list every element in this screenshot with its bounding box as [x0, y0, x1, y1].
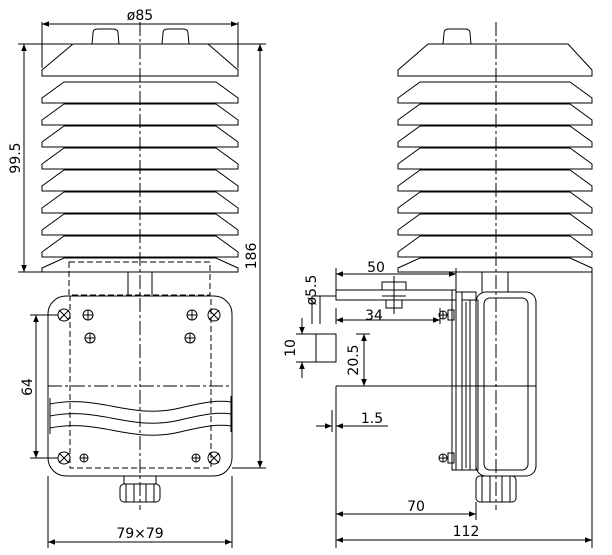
dim-to-box-depth: 70 — [407, 499, 425, 515]
front-view — [18, 21, 266, 548]
side-bracket-bolt — [381, 276, 407, 314]
dim-mount-hole-spacing: 64 — [20, 378, 36, 396]
side-bracket — [335, 289, 477, 471]
front-screw-top-left — [57, 308, 71, 322]
dim-total-depth: 112 — [453, 524, 480, 540]
dim-shield-height: 99.5 — [8, 142, 24, 173]
front-screw-bottom-left — [57, 451, 71, 465]
front-top-tab-right — [161, 28, 190, 45]
side-top-tab — [442, 28, 472, 45]
dim-box-size: 79×79 — [116, 526, 163, 542]
dim-total-height: 186 — [244, 243, 260, 270]
side-top-cap — [397, 43, 593, 77]
front-screw-top-right — [207, 308, 221, 322]
front-wave-1 — [49, 400, 232, 412]
dim-hole-diameter: ø5.5 — [304, 275, 320, 306]
dim-offset-height: 20.5 — [346, 344, 362, 375]
front-hidden-shield — [68, 261, 211, 296]
side-box — [462, 291, 537, 477]
dim-bracket-inner: 34 — [365, 308, 383, 324]
front-top-tab-left — [91, 28, 120, 45]
front-top-cap — [41, 43, 239, 77]
side-view — [296, 22, 593, 548]
side-screw-bottom — [438, 452, 455, 464]
dim-top-diameter: ø85 — [127, 8, 153, 24]
dim-slot-height: 10 — [283, 339, 299, 357]
front-wave-2 — [49, 412, 232, 424]
side-louvers — [397, 81, 593, 273]
dim-bracket-length: 50 — [367, 260, 385, 276]
side-cable-gland — [475, 475, 517, 503]
front-holes — [79, 309, 201, 463]
front-wave-3 — [49, 424, 232, 436]
side-screw-top — [438, 309, 455, 321]
front-screw-bottom-right — [207, 451, 221, 465]
dim-plate-thickness: 1.5 — [361, 411, 383, 427]
